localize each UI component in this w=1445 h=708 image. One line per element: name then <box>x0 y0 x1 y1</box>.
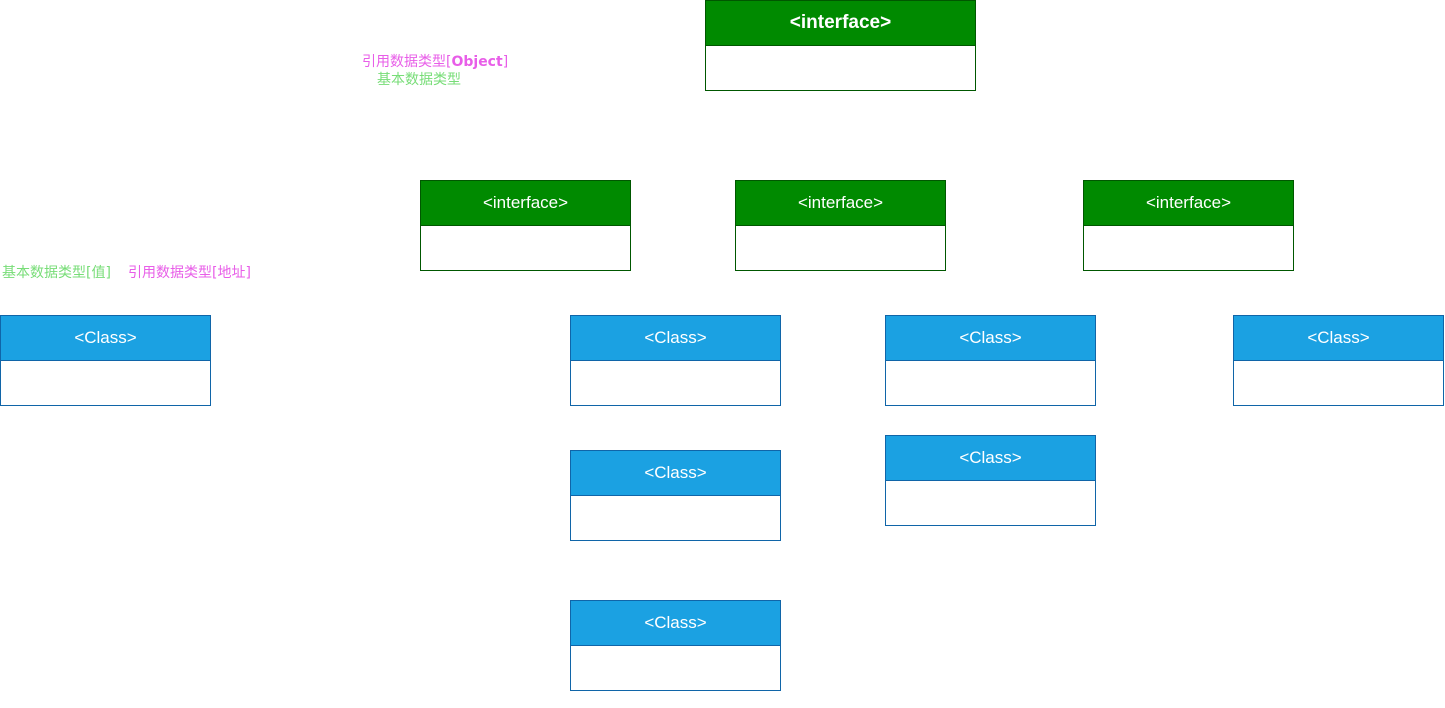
interface-header: <interface> <box>736 181 945 226</box>
interface-header: <interface> <box>706 1 975 46</box>
interface-box-middle[interactable]: <interface> <box>735 180 946 271</box>
reference-type-suffix: ] <box>502 54 509 70</box>
class-header: <Class> <box>886 316 1095 361</box>
class-box-col2-row2[interactable]: <Class> <box>885 435 1096 526</box>
class-box-far-left[interactable]: <Class> <box>0 315 211 406</box>
interface-box-root[interactable]: <interface> <box>705 0 976 91</box>
interface-header: <interface> <box>421 181 630 226</box>
interface-box-left[interactable]: <interface> <box>420 180 631 271</box>
interface-header: <interface> <box>1084 181 1293 226</box>
interface-box-right[interactable]: <interface> <box>1083 180 1294 271</box>
class-box-col1-row2[interactable]: <Class> <box>570 450 781 541</box>
class-header: <Class> <box>1 316 210 361</box>
object-keyword: Object <box>451 54 503 70</box>
class-header: <Class> <box>886 436 1095 481</box>
reference-type-address-label: 引用数据类型[地址] <box>128 265 251 281</box>
class-box-col3-row1[interactable]: <Class> <box>1233 315 1444 406</box>
class-header: <Class> <box>571 451 780 496</box>
class-box-col1-row3[interactable]: <Class> <box>570 600 781 691</box>
class-box-col1-row1[interactable]: <Class> <box>570 315 781 406</box>
reference-type-object-label: 引用数据类型[Object] <box>362 54 508 71</box>
primitive-type-label: 基本数据类型 <box>377 72 461 88</box>
primitive-type-value-label: 基本数据类型[值] <box>2 265 111 281</box>
class-header: <Class> <box>1234 316 1443 361</box>
class-box-col2-row1[interactable]: <Class> <box>885 315 1096 406</box>
class-header: <Class> <box>571 601 780 646</box>
reference-type-prefix: 引用数据类型[ <box>362 54 452 70</box>
class-header: <Class> <box>571 316 780 361</box>
